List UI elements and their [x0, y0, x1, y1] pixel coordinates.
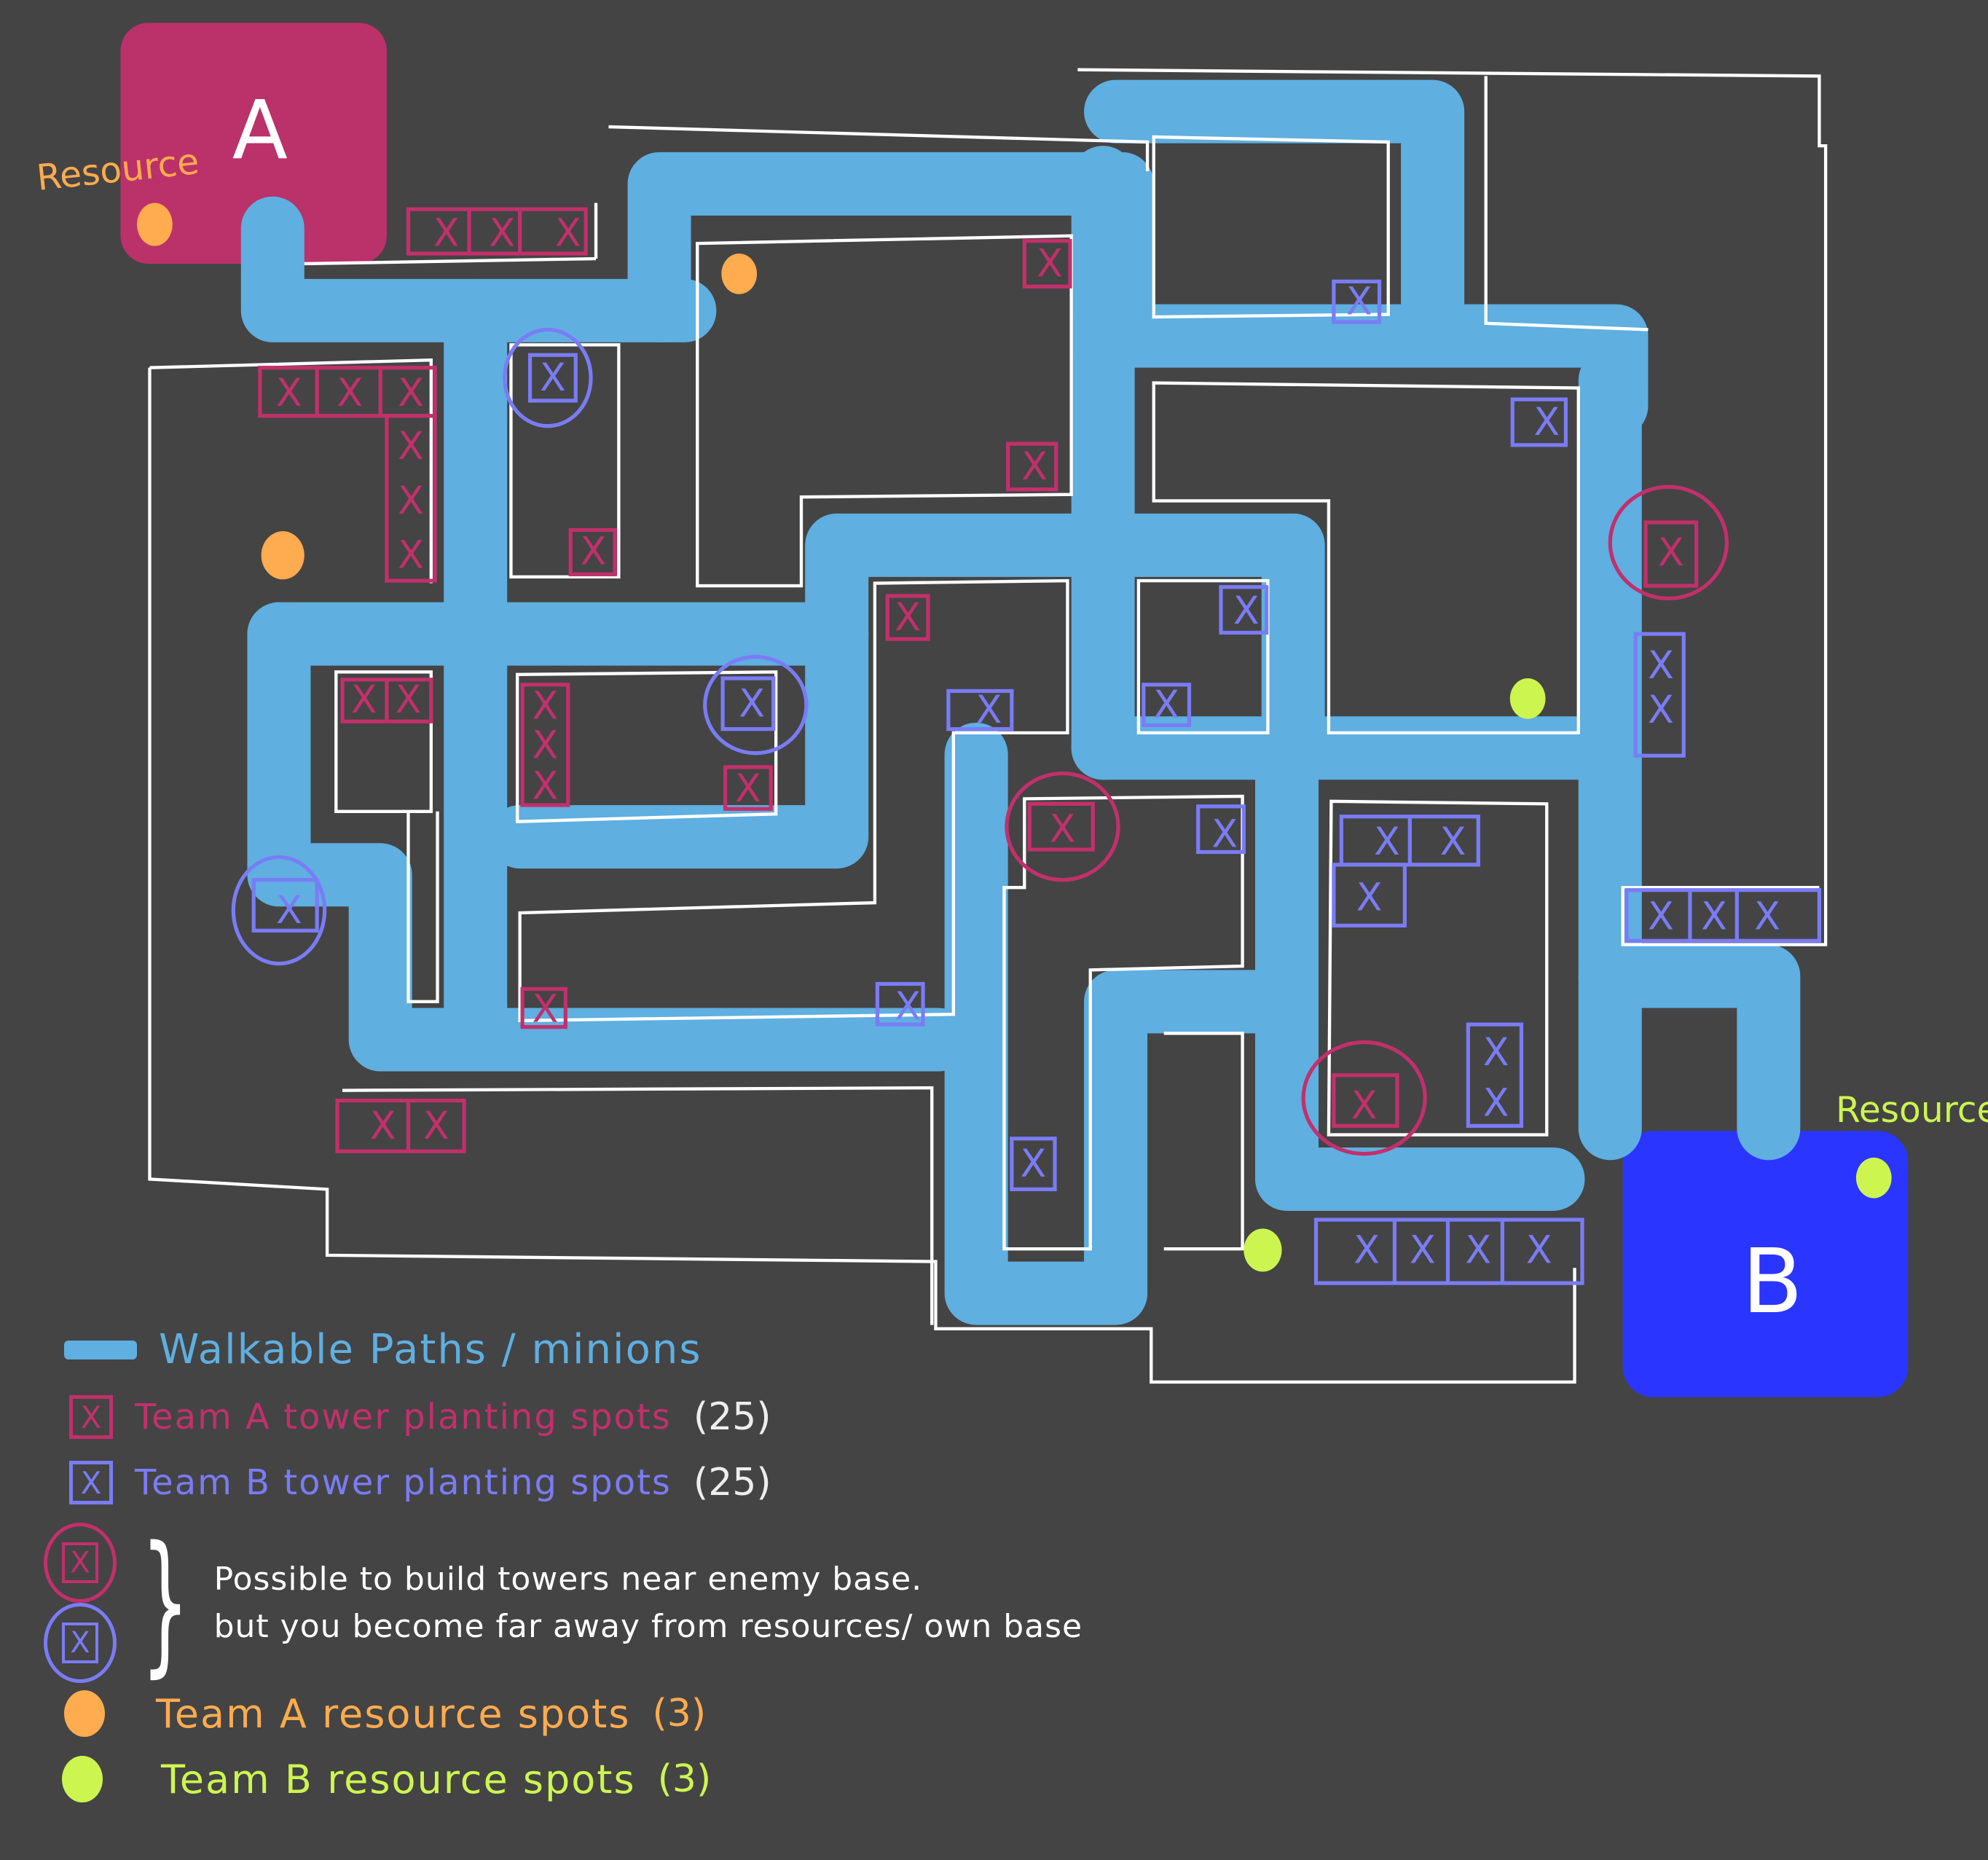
svg-text:X: X [1410, 1228, 1436, 1272]
svg-text:X: X [735, 767, 761, 811]
svg-text:X: X [1526, 1228, 1552, 1272]
base-b-resource-label: Resource [1836, 1090, 1988, 1131]
team-b-tower-spots [251, 279, 1822, 1285]
svg-text:X: X [1050, 808, 1076, 852]
svg-text:X: X [1658, 531, 1684, 575]
svg-text:X: X [976, 688, 1002, 732]
svg-text:X: X [1356, 876, 1383, 920]
svg-text:X: X [555, 212, 581, 256]
team-a-tower-spots [258, 207, 1699, 1153]
svg-text:X: X [398, 534, 424, 578]
svg-text:X: X [1701, 895, 1727, 939]
svg-text:X: X [1648, 644, 1674, 688]
svg-text:X: X [1465, 1228, 1491, 1272]
svg-text:X: X [1483, 1031, 1509, 1075]
svg-text:X: X [533, 988, 559, 1032]
svg-text:X: X [398, 479, 424, 523]
svg-text:X: X [1233, 589, 1260, 633]
svg-text:X: X [739, 682, 765, 726]
svg-text:X: X [370, 1104, 396, 1148]
team-b-resource-spots [1244, 678, 1546, 1272]
svg-text:X: X [398, 372, 424, 415]
svg-text:X: X [895, 985, 921, 1029]
team-b-enemy-base-spots [231, 327, 809, 966]
svg-text:X: X [1021, 1142, 1047, 1186]
svg-text:X: X [1351, 1084, 1378, 1128]
team-b-resource-spot[interactable] [1855, 1157, 1892, 1198]
svg-text:X: X [1648, 688, 1674, 732]
base-b-label: B [1742, 1230, 1803, 1333]
svg-text:X: X [581, 530, 607, 573]
svg-text:X: X [337, 372, 364, 415]
base-a[interactable]: A [120, 23, 387, 264]
svg-text:X: X [1648, 895, 1674, 939]
team-b-resource-spot[interactable] [1509, 678, 1546, 719]
svg-text:X: X [1211, 813, 1238, 857]
team-a-resource-spot[interactable] [261, 531, 305, 580]
svg-text:X: X [1354, 1228, 1380, 1272]
team-a-resource-spots [261, 254, 758, 580]
svg-text:X: X [533, 764, 559, 808]
svg-text:X: X [1754, 895, 1780, 939]
svg-text:X: X [1374, 820, 1400, 864]
svg-text:X: X [396, 678, 422, 722]
svg-text:X: X [1483, 1081, 1509, 1125]
svg-text:X: X [433, 212, 460, 256]
svg-text:X: X [1037, 242, 1063, 286]
base-a-label: A [232, 85, 288, 178]
svg-text:X: X [1440, 820, 1466, 864]
svg-text:X: X [1021, 445, 1048, 489]
svg-text:X: X [398, 425, 424, 468]
team-a-enemy-base-spots [1005, 484, 1729, 1156]
svg-text:X: X [533, 724, 559, 768]
walkable-paths [240, 79, 1801, 1325]
team-b-resource-spot[interactable] [1244, 1228, 1282, 1272]
svg-text:X: X [1346, 280, 1372, 324]
walls [148, 68, 1828, 1384]
svg-text:X: X [895, 596, 921, 640]
svg-text:X: X [276, 889, 302, 933]
team-a-resource-spot[interactable] [721, 254, 758, 294]
base-b[interactable]: B [1622, 1131, 1909, 1397]
svg-text:X: X [1533, 401, 1560, 444]
svg-text:X: X [1153, 683, 1179, 727]
svg-text:X: X [276, 372, 302, 415]
team-a-resource-spot[interactable] [137, 203, 173, 246]
svg-text:X: X [489, 212, 515, 256]
svg-text:X: X [423, 1104, 449, 1148]
svg-text:X: X [533, 685, 559, 729]
svg-text:X: X [540, 356, 566, 400]
svg-text:X: X [351, 678, 377, 722]
